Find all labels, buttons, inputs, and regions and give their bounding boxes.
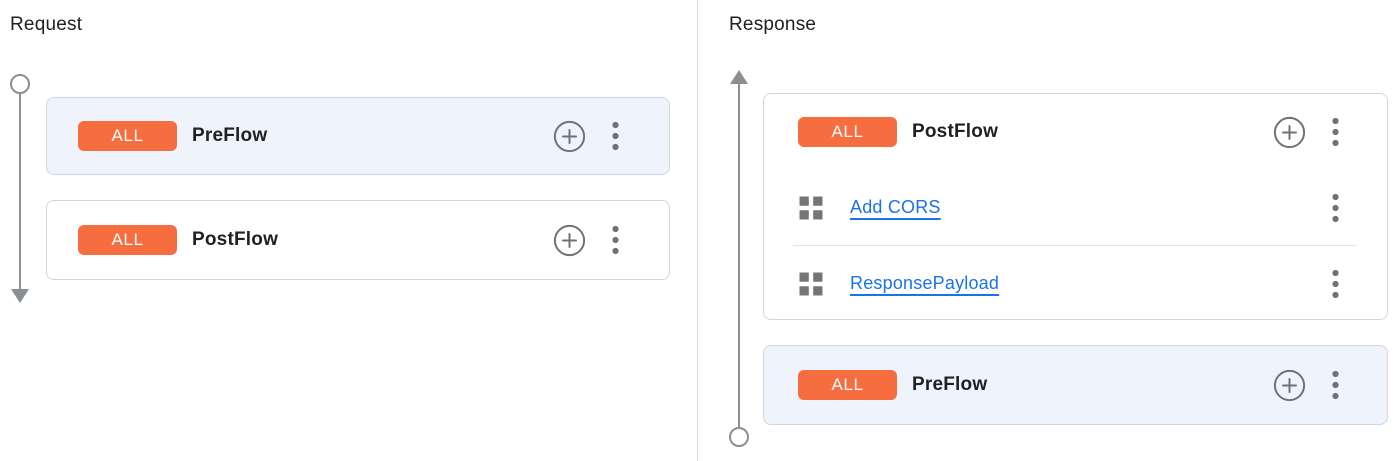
- policy-step-row: ResponsePayload: [764, 246, 1387, 321]
- flow-name: PreFlow: [912, 374, 988, 395]
- condition-badge: ALL: [798, 370, 897, 400]
- policy-link[interactable]: Add CORS: [850, 197, 941, 217]
- add-step-icon[interactable]: [553, 224, 586, 257]
- flow-name: PreFlow: [192, 125, 268, 146]
- response-timeline-end-circle-icon: [729, 427, 749, 447]
- policy-grid-icon: [799, 272, 823, 296]
- panel-divider: [697, 0, 698, 461]
- response-lane-title: Response: [729, 14, 817, 35]
- request-timeline-arrow-down-icon: [11, 289, 29, 303]
- policy-grid-icon: [799, 196, 823, 220]
- request-postflow-card[interactable]: ALL PostFlow: [46, 200, 670, 280]
- more-vert-icon[interactable]: [1332, 193, 1339, 223]
- add-step-icon[interactable]: [1273, 116, 1306, 149]
- policy-step-row: Add CORS: [764, 170, 1387, 245]
- flow-name: PostFlow: [912, 121, 999, 142]
- condition-badge: ALL: [78, 121, 177, 151]
- more-vert-icon[interactable]: [612, 225, 619, 255]
- add-step-icon[interactable]: [1273, 369, 1306, 402]
- flow-name: PostFlow: [192, 229, 279, 250]
- response-timeline-arrow-up-icon: [730, 70, 748, 84]
- add-step-icon[interactable]: [553, 120, 586, 153]
- more-vert-icon[interactable]: [1332, 370, 1339, 400]
- request-preflow-card[interactable]: ALL PreFlow: [46, 97, 670, 175]
- more-vert-icon[interactable]: [612, 121, 619, 151]
- request-timeline-line: [19, 93, 21, 290]
- policy-link[interactable]: ResponsePayload: [850, 273, 1000, 293]
- condition-badge: ALL: [798, 117, 897, 147]
- more-vert-icon[interactable]: [1332, 117, 1339, 147]
- response-postflow-card[interactable]: ALL PostFlow: [763, 93, 1388, 320]
- more-vert-icon[interactable]: [1332, 269, 1339, 299]
- request-lane-title: Request: [10, 14, 83, 35]
- response-postflow-header[interactable]: ALL PostFlow: [764, 94, 1387, 170]
- response-timeline-line: [738, 83, 740, 428]
- policy-row-divider: [793, 245, 1356, 246]
- request-timeline-start-circle-icon: [10, 74, 30, 94]
- response-preflow-card[interactable]: ALL PreFlow: [763, 345, 1388, 425]
- condition-badge: ALL: [78, 225, 177, 255]
